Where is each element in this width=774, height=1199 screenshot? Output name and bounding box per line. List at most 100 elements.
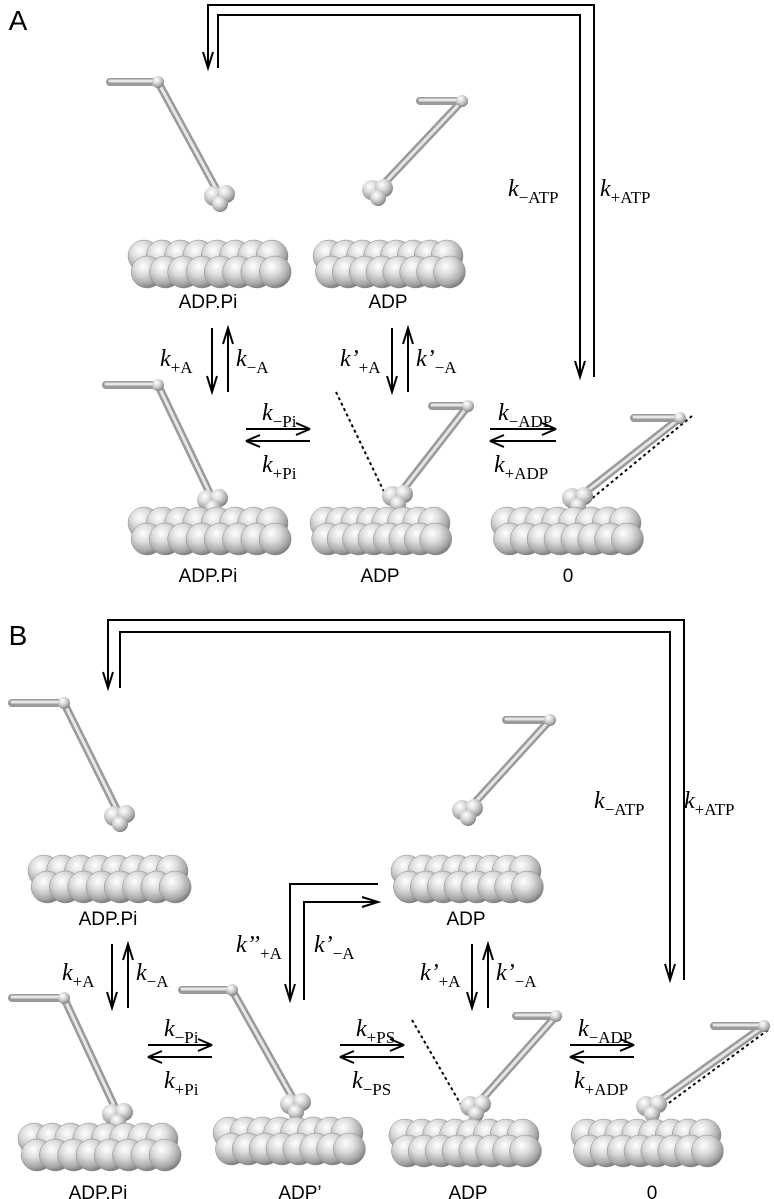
rate-pi-bind-a: k+Pi xyxy=(262,452,297,483)
rate-adp-release-a: k−ADP xyxy=(498,400,552,431)
state-top-b1: ADP.Pi xyxy=(79,909,138,930)
rate-pi-bind-b: k+Pi xyxy=(164,1068,199,1099)
myosin-detached-adppi-b xyxy=(8,697,135,832)
actin-filament-top-b1 xyxy=(27,854,192,904)
actin-filament-bottom-b4 xyxy=(570,1118,724,1168)
lever-joint xyxy=(58,992,70,1004)
myosin-bound-adppi xyxy=(102,379,228,516)
binding-b1-up-head xyxy=(122,940,134,961)
rate-a1-fwd-symbol: k xyxy=(160,346,171,372)
rate-ps-fwd-subscript: +PS xyxy=(367,1028,396,1047)
path-adp-bind-prime xyxy=(303,901,378,1000)
state-top-a2: ADP xyxy=(368,292,407,313)
actin-monomer xyxy=(258,255,292,289)
lever-joint xyxy=(462,400,474,412)
rate-adp-bind-a: k+ADP xyxy=(494,452,548,483)
lever-joint xyxy=(544,714,556,726)
myosin-detached-adppi xyxy=(106,76,235,212)
actin-filament-bottom-b2 xyxy=(212,1116,366,1166)
rate-ps-rev-symbol: k xyxy=(352,1068,363,1094)
myosin-rigor xyxy=(562,412,686,514)
rate-b1-fwd: k+A xyxy=(62,960,95,991)
rate-a2-rev-symbol: k’ xyxy=(416,346,435,372)
rate-atp-bind-subscript: +ATP xyxy=(611,188,651,207)
arrowhead xyxy=(361,896,382,908)
atp-loop-arrowhead-b xyxy=(664,963,676,984)
pi-step-a xyxy=(245,422,311,448)
rate-adp-release-b-subscript: −ADP xyxy=(589,1028,633,1047)
reverse-arrow xyxy=(569,1050,634,1058)
lever-arm-highlight xyxy=(376,99,464,192)
rate-a3-fwd-symbol: k’’ xyxy=(236,932,260,958)
rate-adp-release-a-symbol: k xyxy=(498,400,509,426)
actin-monomer xyxy=(258,522,292,556)
reverse-arrow xyxy=(147,1050,212,1058)
lever-joint xyxy=(226,984,238,996)
rate-adp-bind-b: k+ADP xyxy=(574,1068,628,1099)
lever-joint xyxy=(550,1010,562,1022)
rate-a1-rev: k−A xyxy=(236,346,269,377)
actin-monomer xyxy=(433,255,466,289)
reference-line xyxy=(335,391,389,501)
actin-filament-bottom-b3 xyxy=(388,1118,542,1168)
rate-a3-fwd-subscript: +A xyxy=(260,944,283,963)
lever-arm-highlight xyxy=(156,383,215,502)
rate-atp-unbind: k−ATP xyxy=(508,176,558,207)
rate-b1-fwd-subscript: +A xyxy=(73,972,96,991)
lever-arm-highlight xyxy=(62,996,120,1116)
myosin-rigor-b xyxy=(636,1020,770,1122)
rate-b2-fwd: k’+A xyxy=(420,960,461,991)
lever-arm-highlight xyxy=(230,988,298,1106)
panel-label-a: A xyxy=(9,5,28,36)
rate-b2-rev-subscript: −A xyxy=(515,972,538,991)
motor-domain xyxy=(212,196,228,212)
rate-a2-fwd-subscript: +A xyxy=(359,358,382,377)
rate-atp-unbind-b-subscript: −ATP xyxy=(605,800,645,819)
rate-a3-fwd: k’’+A xyxy=(236,932,283,963)
binding-a1-down-head xyxy=(206,375,218,396)
rate-atp-bind-b: k+ATP xyxy=(684,788,734,819)
actin-filament-bottom-b1 xyxy=(17,1122,182,1172)
rate-a2-rev: k’−A xyxy=(416,346,457,377)
rate-atp-unbind-symbol: k xyxy=(508,176,519,202)
rate-pi-bind-a-subscript: +Pi xyxy=(273,464,297,483)
path-adp-prime-unbind xyxy=(289,883,378,1000)
lever-arm-highlight xyxy=(576,416,682,500)
rate-adp-release-a-subscript: −ADP xyxy=(509,412,553,431)
forward-arrow-barb xyxy=(197,1044,213,1052)
binding-b1-down-head xyxy=(106,991,118,1012)
state-bottom-b1: ADP.Pi xyxy=(69,1183,128,1199)
reverse-arrow-barb xyxy=(339,1056,355,1064)
myosin-bound-adp xyxy=(382,400,474,512)
adp-step-a xyxy=(489,422,557,448)
rate-b1-rev: k−A xyxy=(136,960,169,991)
motor-domain xyxy=(288,1104,304,1120)
lever-arm-highlight xyxy=(466,718,552,812)
rate-pi-release-b-subscript: −Pi xyxy=(175,1028,199,1047)
rate-adp-bind-a-subscript: +ADP xyxy=(505,464,549,483)
reference-line xyxy=(661,1029,769,1109)
myosin-detached-adp xyxy=(362,95,468,206)
myosin-detached-adp-b xyxy=(452,714,556,826)
reverse-arrow xyxy=(489,434,556,442)
rate-atp-unbind-subscript: −ATP xyxy=(519,188,559,207)
rate-adp-release-b-symbol: k xyxy=(578,1016,589,1042)
reverse-arrow-barb xyxy=(489,440,505,448)
actin-monomer xyxy=(148,1138,182,1172)
actin-filament-top-a2 xyxy=(312,239,466,289)
atp-loop-outer-b xyxy=(107,619,685,980)
rate-a2-fwd: k’+A xyxy=(340,346,381,377)
actin-monomer xyxy=(691,1134,724,1168)
rate-a1-fwd: k+A xyxy=(160,346,193,377)
motor-domain xyxy=(112,816,128,832)
atp-loop-inner xyxy=(217,14,581,377)
state-bottom-b2: ADP’ xyxy=(278,1183,321,1199)
reverse-arrow xyxy=(339,1050,404,1058)
rate-a1-rev-subscript: −A xyxy=(247,358,270,377)
panel-label-b: B xyxy=(9,620,28,651)
lever-joint xyxy=(758,1020,770,1032)
forward-arrow-barb xyxy=(541,428,557,436)
motor-domain xyxy=(460,810,476,826)
actin-monomer xyxy=(611,522,644,556)
